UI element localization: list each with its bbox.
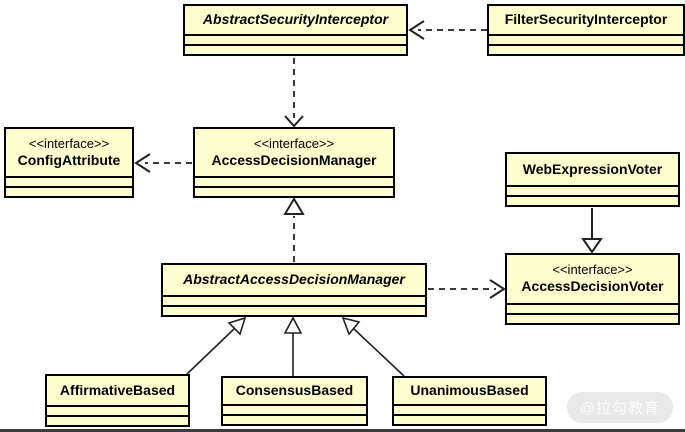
class-name: AccessDecisionManager bbox=[211, 151, 377, 168]
edge-filter-to-abstract-interceptor bbox=[408, 20, 487, 40]
stereotype-label: <<interface>> bbox=[552, 262, 633, 278]
class-name: FilterSecurityInterceptor bbox=[504, 11, 668, 28]
methods-compartment bbox=[47, 415, 188, 425]
class-title: <<interface>> AccessDecisionManager bbox=[195, 129, 393, 176]
methods-compartment bbox=[6, 186, 132, 196]
class-name: AbstractSecurityInterceptor bbox=[202, 11, 389, 28]
class-abstract-security-interceptor: AbstractSecurityInterceptor bbox=[183, 4, 408, 56]
fields-compartment bbox=[195, 176, 393, 186]
methods-compartment bbox=[507, 313, 678, 323]
fields-compartment bbox=[394, 404, 545, 414]
class-filter-security-interceptor: FilterSecurityInterceptor bbox=[487, 4, 685, 56]
interface-access-decision-manager: <<interface>> AccessDecisionManager bbox=[193, 127, 395, 198]
class-unanimous-based: UnanimousBased bbox=[392, 376, 547, 426]
class-title: AbstractAccessDecisionManager bbox=[163, 265, 425, 295]
class-name: AffirmativeBased bbox=[59, 381, 176, 398]
class-name: WebExpressionVoter bbox=[522, 160, 663, 177]
class-name: AbstractAccessDecisionManager bbox=[183, 271, 405, 288]
fields-compartment bbox=[489, 34, 683, 44]
bottom-border-line bbox=[0, 429, 685, 432]
watermark-badge: @拉勾教育 bbox=[566, 392, 673, 423]
edge-abstract-manager-to-decision-voter bbox=[428, 279, 506, 299]
stereotype-label: <<interface>> bbox=[28, 135, 110, 151]
fields-compartment bbox=[507, 303, 678, 313]
methods-compartment bbox=[489, 44, 683, 54]
edge-consensus-extends-abstract-manager bbox=[283, 316, 303, 376]
fields-compartment bbox=[47, 405, 188, 415]
methods-compartment bbox=[185, 44, 406, 54]
methods-compartment bbox=[195, 186, 393, 196]
class-title: <<interface>> AccessDecisionVoter bbox=[507, 255, 678, 303]
class-title: UnanimousBased bbox=[394, 378, 545, 404]
class-title: AbstractSecurityInterceptor bbox=[185, 6, 406, 34]
fields-compartment bbox=[185, 34, 406, 44]
class-web-expression-voter: WebExpressionVoter bbox=[505, 152, 680, 207]
interface-access-decision-voter: <<interface>> AccessDecisionVoter bbox=[505, 253, 680, 325]
methods-compartment bbox=[507, 195, 678, 205]
class-name: UnanimousBased bbox=[410, 382, 529, 399]
fields-compartment bbox=[6, 176, 132, 186]
class-title: <<interface>> ConfigAttribute bbox=[6, 129, 132, 176]
class-title: WebExpressionVoter bbox=[507, 154, 678, 185]
fields-compartment bbox=[507, 185, 678, 195]
edge-affirmative-extends-abstract-manager bbox=[186, 316, 247, 375]
class-name: ConfigAttribute bbox=[17, 151, 121, 168]
class-title: FilterSecurityInterceptor bbox=[489, 6, 683, 34]
interface-config-attribute: <<interface>> ConfigAttribute bbox=[4, 127, 134, 198]
class-affirmative-based: AffirmativeBased bbox=[45, 374, 190, 427]
fields-compartment bbox=[223, 404, 366, 414]
edge-abstract-manager-realizes-decision-manager bbox=[283, 197, 305, 262]
class-consensus-based: ConsensusBased bbox=[221, 376, 368, 426]
fields-compartment bbox=[163, 295, 425, 305]
class-name: AccessDecisionVoter bbox=[521, 278, 664, 295]
class-name: ConsensusBased bbox=[235, 382, 354, 399]
class-title: AffirmativeBased bbox=[47, 376, 188, 405]
edge-interceptor-to-decision-manager bbox=[284, 58, 304, 128]
edge-unanimous-extends-abstract-manager bbox=[341, 316, 405, 377]
methods-compartment bbox=[394, 414, 545, 424]
edge-web-expression-voter-extends-decision-voter bbox=[581, 208, 603, 254]
class-abstract-access-decision-manager: AbstractAccessDecisionManager bbox=[161, 263, 427, 317]
methods-compartment bbox=[223, 414, 366, 424]
methods-compartment bbox=[163, 305, 425, 315]
edge-decision-manager-to-config-attribute bbox=[134, 153, 192, 173]
stereotype-label: <<interface>> bbox=[253, 135, 335, 151]
class-title: ConsensusBased bbox=[223, 378, 366, 404]
